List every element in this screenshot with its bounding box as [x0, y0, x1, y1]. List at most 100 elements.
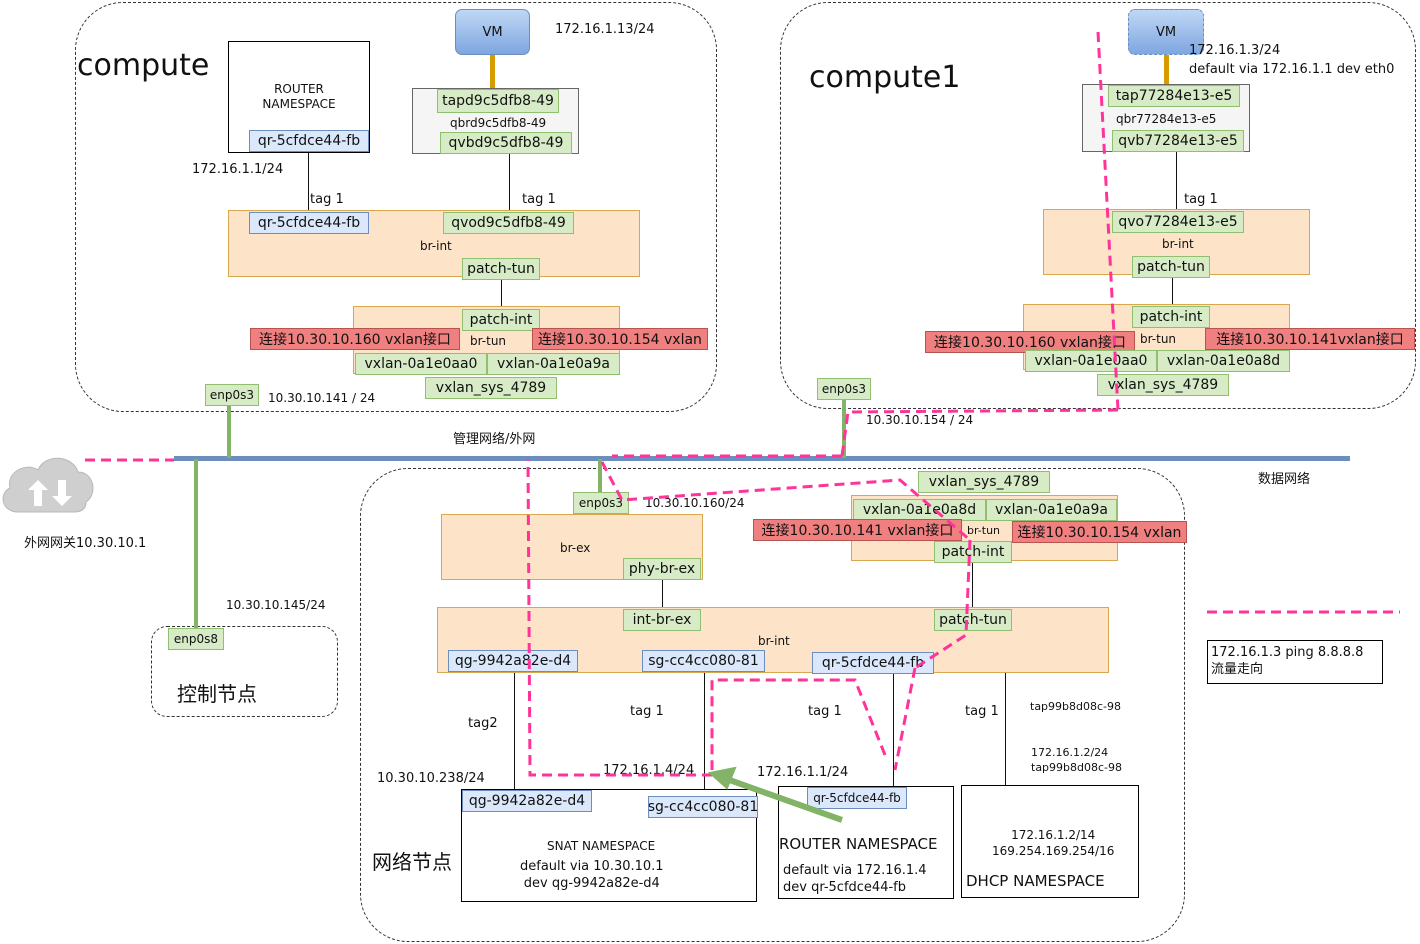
compute-patch-tun-port[interactable]: patch-tun — [462, 258, 540, 280]
snat-route: default via 10.30.10.1 dev qg-9942a82e-d… — [520, 859, 664, 891]
compute-patch-int-port[interactable]: patch-int — [462, 309, 540, 331]
network-node-region — [360, 468, 1185, 942]
compute-router-ns-label: ROUTER NAMESPACE — [262, 82, 336, 111]
compute1-uplink — [842, 400, 846, 458]
compute1-vxlan-a-port[interactable]: vxlan-0a1e0aa0 — [1025, 350, 1157, 372]
nn-brtun-label: br-tun — [967, 524, 1001, 537]
nn-tap-label: tap99b8d08c-98 — [1030, 700, 1122, 713]
dhcp-ips: 172.16.1.2/14 169.254.169.254/16 — [992, 828, 1115, 858]
controller-nic[interactable]: enp0s8 — [168, 628, 224, 650]
compute1-brtun-label: br-tun — [1140, 332, 1177, 346]
compute1-nic[interactable]: enp0s3 — [817, 378, 871, 400]
nn-brint-label: br-int — [758, 634, 790, 648]
snat-ns-label: SNAT NAMESPACE — [547, 839, 656, 853]
nn-patch-int-port[interactable]: patch-int — [934, 541, 1012, 563]
link-c1-patch — [1172, 278, 1173, 306]
link-nn-patch — [972, 561, 973, 608]
router-qr-port[interactable]: qr-5cfdce44-fb — [807, 787, 907, 809]
nn-vxlan-sys-port[interactable]: vxlan_sys_4789 — [918, 471, 1050, 493]
compute-tap-port[interactable]: tapd9c5dfb8-49 — [437, 89, 559, 113]
nn-vxlan-a-port[interactable]: vxlan-0a1e0a8d — [853, 499, 986, 521]
compute1-brint-label: br-int — [1162, 237, 1194, 251]
link-brex-brint — [662, 580, 663, 610]
router-ns-label: ROUTER NAMESPACE — [779, 835, 938, 853]
nn-router-ip: 172.16.1.1/24 — [757, 765, 849, 780]
compute-qbr-label: qbrd9c5dfb8-49 — [450, 116, 547, 130]
network-node-uplink — [598, 459, 602, 495]
compute1-region — [780, 2, 1416, 409]
nn-int-br-ex-port[interactable]: int-br-ex — [623, 609, 701, 631]
controller-region — [151, 626, 338, 717]
link-qvb-qvo — [509, 154, 510, 212]
compute-nic[interactable]: enp0s3 — [205, 384, 259, 406]
green-arrow — [722, 775, 844, 823]
legend-box — [1207, 640, 1383, 684]
gateway-label: 外网网关10.30.10.1 — [24, 536, 147, 551]
link-tag1-snat — [704, 672, 705, 798]
nn-vxlan-141-iface[interactable]: 连接10.30.10.141 vxlan接口 — [753, 519, 962, 541]
compute-region — [75, 2, 717, 412]
nn-vxlan-154-iface[interactable]: 连接10.30.10.154 vxlan — [1012, 521, 1187, 543]
compute-brint-qr-port[interactable]: qr-5cfdce44-fb — [249, 212, 369, 234]
compute1-vm[interactable]: VM — [1128, 9, 1204, 55]
vm-tap-link — [490, 55, 495, 89]
nn-nic[interactable]: enp0s3 — [573, 492, 629, 514]
cloud-icon — [2, 457, 94, 513]
legend-text: 172.16.1.3 ping 8.8.8.8 流量走向 — [1211, 645, 1364, 677]
compute1-vxlan-sys-port[interactable]: vxlan_sys_4789 — [1097, 374, 1229, 396]
compute-brtun-label: br-tun — [470, 334, 507, 348]
nn-tag1-b: tag 1 — [808, 704, 842, 719]
router-route: default via 172.16.1.4 dev qr-5cfdce44-f… — [783, 863, 927, 895]
link-tag2 — [514, 672, 515, 790]
compute1-title: compute1 — [809, 60, 961, 95]
compute1-patch-tun-port[interactable]: patch-tun — [1132, 256, 1210, 278]
nn-patch-tun-port[interactable]: patch-tun — [934, 609, 1012, 631]
nn-qr-port[interactable]: qr-5cfdce44-fb — [812, 652, 934, 674]
compute-nic-ip: 10.30.10.141 / 24 — [268, 391, 376, 405]
link-router-brint — [308, 152, 309, 212]
compute-vxlan-b-port[interactable]: vxlan-0a1e0a9a — [487, 353, 620, 375]
link-tag1-dhcp — [1005, 672, 1006, 786]
network-node-title: 网络节点 — [372, 850, 452, 874]
compute1-vm-tap-link — [1164, 55, 1169, 87]
compute-brint-label: br-int — [420, 239, 452, 253]
controller-nic-ip: 10.30.10.145/24 — [226, 598, 326, 612]
compute1-patch-int-port[interactable]: patch-int — [1132, 306, 1210, 328]
compute1-tap-port[interactable]: tap77284e13-e5 — [1108, 85, 1240, 107]
compute1-tag: tag 1 — [1184, 192, 1218, 207]
nn-qg-port[interactable]: qg-9942a82e-d4 — [448, 650, 578, 672]
compute-qvo-port[interactable]: qvod9c5dfb8-49 — [443, 212, 574, 234]
compute-vxlan-160-iface[interactable]: 连接10.30.10.160 vxlan接口 — [250, 328, 460, 350]
snat-sg-port[interactable]: sg-cc4cc080-81 — [648, 796, 758, 818]
nn-brex-label: br-ex — [560, 541, 591, 555]
compute-vm[interactable]: VM — [455, 9, 530, 55]
controller-title: 控制节点 — [177, 682, 257, 706]
compute1-vm-route: default via 172.16.1.1 dev eth0 — [1189, 62, 1395, 77]
compute-vxlan-a-port[interactable]: vxlan-0a1e0aa0 — [355, 353, 487, 375]
compute-router-qr-port[interactable]: qr-5cfdce44-fb — [249, 130, 369, 152]
compute1-vxlan-b-port[interactable]: vxlan-0a1e0a8d — [1157, 350, 1290, 372]
nn-tag1-c: tag 1 — [965, 704, 999, 719]
compute-router-ip: 172.16.1.1/24 — [192, 162, 284, 177]
compute-vxlan-sys-port[interactable]: vxlan_sys_4789 — [425, 377, 557, 399]
controller-uplink — [194, 459, 198, 629]
nn-dhcp-ip-tap: 172.16.1.2/24 tap99b8d08c-98 — [1031, 746, 1123, 774]
compute1-qvo-port[interactable]: qvo77284e13-e5 — [1112, 211, 1244, 233]
compute-vxlan-154-iface[interactable]: 连接10.30.10.154 vxlan — [532, 328, 708, 350]
compute-vm-ip: 172.16.1.13/24 — [555, 22, 655, 37]
path-sg-to-brex — [526, 459, 712, 777]
green-arrow-head — [707, 766, 737, 790]
nn-vxlan-b-port[interactable]: vxlan-0a1e0a9a — [986, 499, 1117, 521]
nn-sg-port[interactable]: sg-cc4cc080-81 — [642, 650, 765, 672]
nn-phy-br-ex-port[interactable]: phy-br-ex — [623, 558, 701, 580]
dhcp-namespace — [961, 785, 1139, 898]
path-router-to-sg — [710, 678, 887, 770]
compute-qvb-port[interactable]: qvbd9c5dfb8-49 — [440, 132, 572, 154]
compute-uplink — [227, 406, 231, 458]
link-patch-tun-patch-int — [501, 280, 502, 310]
compute1-qvb-port[interactable]: qvb77284e13-e5 — [1112, 130, 1244, 152]
compute-tag-left: tag 1 — [310, 192, 344, 207]
path-qr-to-router — [893, 667, 917, 771]
snat-qg-port[interactable]: qg-9942a82e-d4 — [462, 790, 592, 812]
compute1-vxlan-141-iface[interactable]: 连接10.30.10.141vxlan接口 — [1205, 328, 1415, 350]
